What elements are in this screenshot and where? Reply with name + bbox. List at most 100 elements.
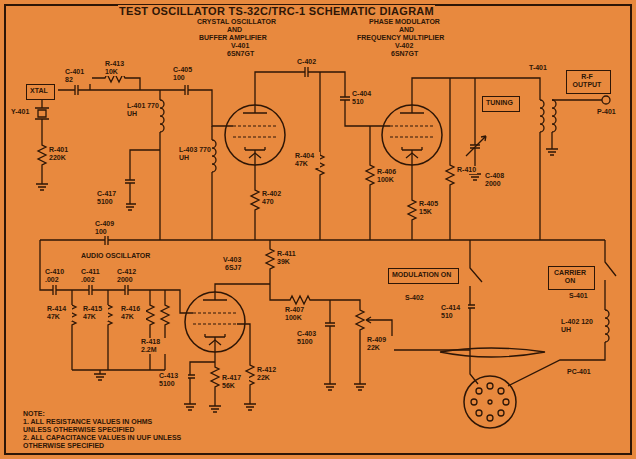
box-text: TUNING bbox=[486, 99, 513, 107]
part-label: PC-401 bbox=[566, 368, 592, 376]
part-label: BUFFER AMPLIFIER bbox=[198, 34, 268, 42]
resistor-symbol bbox=[408, 195, 416, 225]
part-label: PHASE MODULATOR bbox=[368, 18, 441, 26]
part-label: C-414 510 bbox=[440, 304, 468, 320]
part-label: L-401 770 UH bbox=[126, 102, 160, 118]
label-box: MODULATION ON bbox=[388, 268, 459, 284]
part-label: FREQUENCY MULTIPLIER bbox=[356, 34, 445, 42]
part-label: S-402 bbox=[404, 294, 425, 302]
capacitor-symbol bbox=[84, 285, 97, 295]
part-label: C-410 .002 bbox=[44, 268, 74, 284]
diagram-title: TEST OSCILLATOR TS-32C/TRC-1 SCHEMATIC D… bbox=[118, 5, 435, 17]
inductor-symbol bbox=[605, 310, 609, 342]
part-label: OTHERWISE SPECIFIED bbox=[22, 442, 105, 450]
part-label: 6SJ7 bbox=[224, 264, 242, 272]
part-label: 1. ALL RESISTANCE VALUES IN OHMS bbox=[22, 418, 153, 426]
part-label: R-402 470 bbox=[261, 190, 291, 206]
inductor-symbol bbox=[160, 100, 164, 132]
part-label: S-401 bbox=[568, 292, 589, 300]
variable-arrow bbox=[466, 136, 486, 156]
part-label: 6SN7GT bbox=[390, 50, 419, 58]
wire bbox=[211, 126, 212, 240]
part-label: R-405 15K bbox=[418, 200, 448, 216]
wire bbox=[370, 126, 412, 240]
part-label: L-402 120 UH bbox=[560, 318, 594, 334]
capacitor-symbol bbox=[340, 92, 350, 105]
label-box: CARRIER ON bbox=[548, 266, 595, 290]
resistor-symbol bbox=[285, 296, 315, 304]
part-label: V-403 bbox=[222, 256, 242, 264]
frame bbox=[5, 5, 631, 454]
part-label: P-401 bbox=[596, 108, 617, 116]
part-label: C-404 510 bbox=[351, 90, 379, 106]
part-label: L-403 770 UH bbox=[178, 146, 212, 162]
capacitor-symbol bbox=[300, 67, 313, 77]
capacitor-symbol bbox=[100, 235, 113, 245]
transformer-symbol bbox=[552, 100, 556, 132]
part-label: R-406 100K bbox=[376, 168, 408, 184]
part-label: UNLESS OTHERWISE SPECIFIED bbox=[22, 426, 136, 434]
part-label: R-414 47K bbox=[46, 305, 72, 321]
part-label: C-412 2000 bbox=[116, 268, 146, 284]
wire bbox=[215, 240, 360, 380]
part-label: 2. ALL CAPACITANCE VALUES IN UUF UNLESS bbox=[22, 434, 182, 442]
part-label: R-416 47K bbox=[120, 305, 146, 321]
ground-symbol bbox=[324, 380, 336, 390]
label-box: XTAL bbox=[26, 84, 55, 100]
wire bbox=[190, 324, 250, 402]
capacitor-symbol bbox=[120, 285, 133, 295]
part-label: R-409 22K bbox=[366, 336, 394, 352]
part-label: R-415 47K bbox=[82, 305, 108, 321]
resistor-symbol bbox=[266, 244, 274, 274]
switch-symbol bbox=[508, 240, 616, 386]
box-text: XTAL bbox=[30, 87, 48, 95]
ground-symbol bbox=[184, 400, 196, 410]
crystal-symbol bbox=[35, 96, 49, 140]
resistor-symbol bbox=[211, 362, 219, 392]
part-label: R-412 22K bbox=[256, 366, 284, 382]
wire bbox=[72, 290, 165, 370]
resistor-symbol bbox=[161, 300, 169, 330]
part-label: R-411 39K bbox=[276, 250, 304, 266]
resistor-symbol bbox=[38, 140, 46, 170]
part-label: C-413 5100 bbox=[158, 372, 188, 388]
box-text: CARRIER ON bbox=[552, 269, 588, 285]
part-label: T-401 bbox=[528, 64, 548, 72]
part-label: AND bbox=[226, 26, 243, 34]
box-text: R-F OUTPUT bbox=[570, 73, 604, 89]
output-jack bbox=[602, 96, 610, 104]
label-box: TUNING bbox=[482, 96, 520, 112]
resistor-symbol bbox=[366, 160, 374, 190]
part-label: C-409 100 bbox=[94, 220, 124, 236]
cable-loop bbox=[440, 348, 545, 357]
ground-symbol bbox=[209, 402, 221, 412]
part-label: AUDIO OSCILLATOR bbox=[80, 252, 151, 260]
part-label: CRYSTAL OSCILLATOR bbox=[196, 18, 277, 26]
part-label: V-401 bbox=[230, 42, 250, 50]
wire bbox=[41, 170, 42, 180]
capacitor-symbol bbox=[125, 175, 135, 188]
part-label: R-407 100K bbox=[284, 306, 314, 322]
part-label: R-410 bbox=[456, 166, 477, 174]
switch-symbol bbox=[470, 240, 482, 384]
part-label: R-413 10K bbox=[104, 60, 132, 76]
capacitor-symbol bbox=[180, 85, 193, 95]
capacitor-symbol bbox=[48, 285, 61, 295]
part-label: AND bbox=[398, 26, 415, 34]
part-label: R-404 47K bbox=[294, 152, 320, 168]
resistor-symbol bbox=[446, 160, 454, 190]
wire bbox=[58, 78, 233, 126]
part-label: C-403 5100 bbox=[296, 330, 326, 346]
part-label: C-402 bbox=[296, 58, 317, 66]
wire bbox=[40, 239, 605, 240]
inductor-symbol bbox=[212, 140, 216, 172]
part-label: C-408 2000 bbox=[484, 172, 514, 188]
ground-symbol bbox=[94, 370, 106, 380]
ground-symbol bbox=[546, 145, 558, 155]
resistor-symbol bbox=[356, 305, 364, 335]
wire bbox=[412, 78, 540, 240]
ground-symbol bbox=[36, 180, 48, 190]
box-text: MODULATION ON bbox=[392, 271, 451, 279]
part-label: R-417 56K bbox=[221, 374, 249, 390]
